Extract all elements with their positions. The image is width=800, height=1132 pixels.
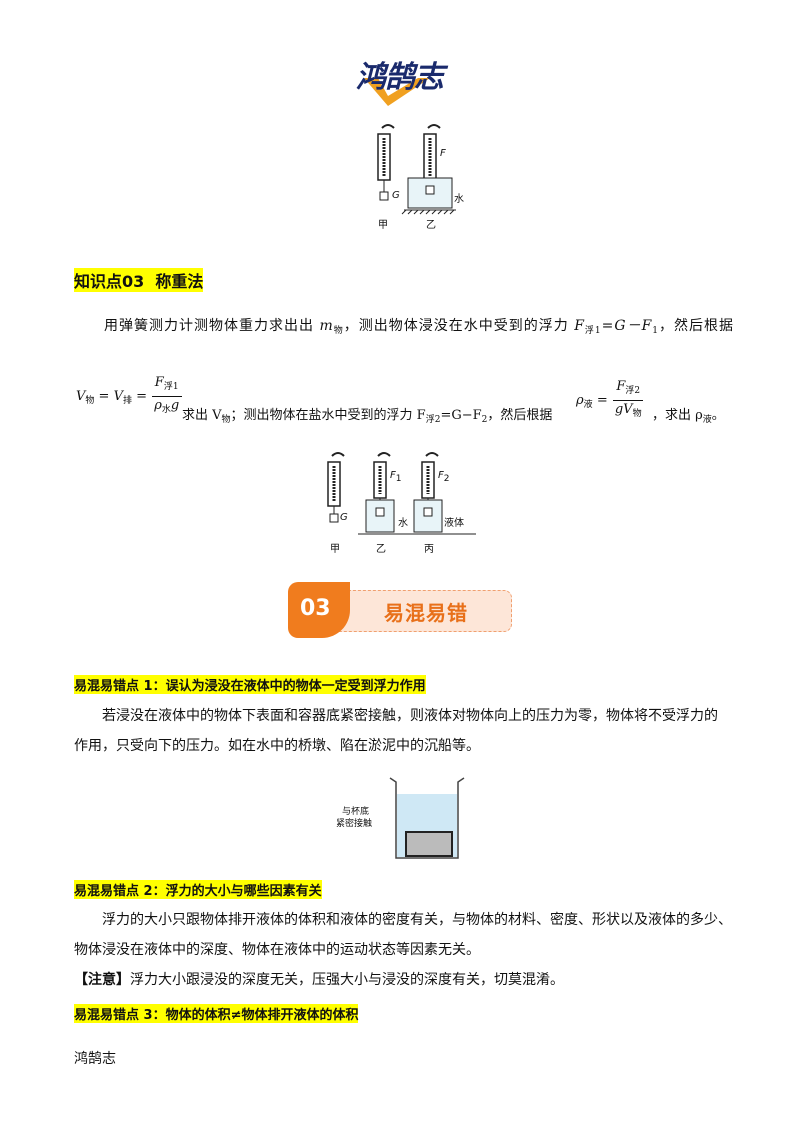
label-g-2: G: [340, 512, 348, 523]
paragraph-2-end: ，求出 ρ液。: [652, 408, 725, 425]
paragraph-2: 求出 V物；测出物体在盐水中受到的浮力 F浮2=G−F2，然后根据: [182, 408, 553, 425]
banner-bg: [328, 590, 512, 632]
point-2-title: 易混易错点 2：浮力的大小与哪些因素有关: [74, 880, 322, 899]
label-yi: 乙: [426, 220, 436, 231]
label-bing: 丙: [424, 544, 434, 555]
point-1-line-1: 若浸没在液体中的物体下表面和容器底紧密接触，则液体对物体向上的压力为零，物体将不…: [102, 708, 718, 724]
point-2-line-1: 浮力的大小只跟物体排开液体的体积和液体的密度有关，与物体的材料、密度、形状以及液…: [102, 912, 732, 928]
point-3-title: 易混易错点 3：物体的体积≠物体排开液体的体积: [74, 1004, 359, 1023]
spring-scale-diagram-2: [327, 452, 476, 535]
label-f1: F1: [390, 470, 402, 484]
label-yi-2: 乙: [376, 544, 386, 555]
label-g: G: [392, 190, 400, 201]
label-water: 水: [454, 194, 464, 205]
formula-density: ρ液 = F浮2 gV物: [576, 379, 644, 419]
beaker-label-1: 与杯底: [342, 807, 370, 817]
figure-beaker: 与杯底 紧密接触: [336, 774, 466, 864]
figure-spring-scale-2: G F1 F2 水 液体 甲 乙 丙: [318, 448, 478, 556]
logo-chevron-icon: [364, 78, 430, 106]
label-jia-2: 甲: [330, 544, 340, 555]
point-1-line-2: 作用，只受向下的压力。如在水中的桥墩、陷在淤泥中的沉船等。: [74, 738, 480, 754]
section-banner: 03 易混易错: [288, 582, 514, 638]
label-f2: F2: [438, 470, 450, 484]
point-2-line-2: 物体浸没在液体中的深度、物体在液体中的运动状态等因素无关。: [74, 942, 480, 958]
label-f: F: [440, 148, 446, 159]
label-liquid: 液体: [444, 518, 464, 529]
beaker-label-2: 紧密接触: [336, 819, 373, 829]
note-label: 【注意】: [74, 972, 130, 988]
figure-spring-scale-1: G F 水 甲 乙: [360, 120, 470, 231]
point-2-note: 【注意】浮力大小跟浸没的深度无关，压强大小与浸没的深度有关，切莫混淆。: [74, 966, 564, 994]
formula-volume: V物 = V排 = F浮1 ρ水g: [76, 374, 182, 419]
point-1-title: 易混易错点 1：误认为浸没在液体中的物体一定受到浮力作用: [74, 675, 426, 694]
logo-text: 鸿鹄志: [356, 60, 444, 95]
banner-number-badge: [288, 582, 350, 638]
banner-title: 易混易错: [384, 601, 468, 625]
logo: 鸿鹄志: [350, 48, 470, 108]
section-title: 知识点03 称重法: [74, 268, 204, 292]
spring-scale-diagram: [377, 124, 456, 215]
label-jia: 甲: [378, 220, 388, 231]
label-water-2: 水: [398, 518, 408, 529]
footer: 鸿鹄志: [74, 1051, 116, 1067]
beaker-diagram: [389, 777, 465, 859]
paragraph-1: 用弹簧测力计测物体重力求出出 m物，测出物体浸没在水中受到的浮力 F浮1=G－F…: [104, 318, 735, 336]
note-text: 浮力大小跟浸没的深度无关，压强大小与浸没的深度有关，切莫混淆。: [130, 972, 564, 988]
banner-number: 03: [300, 596, 331, 621]
